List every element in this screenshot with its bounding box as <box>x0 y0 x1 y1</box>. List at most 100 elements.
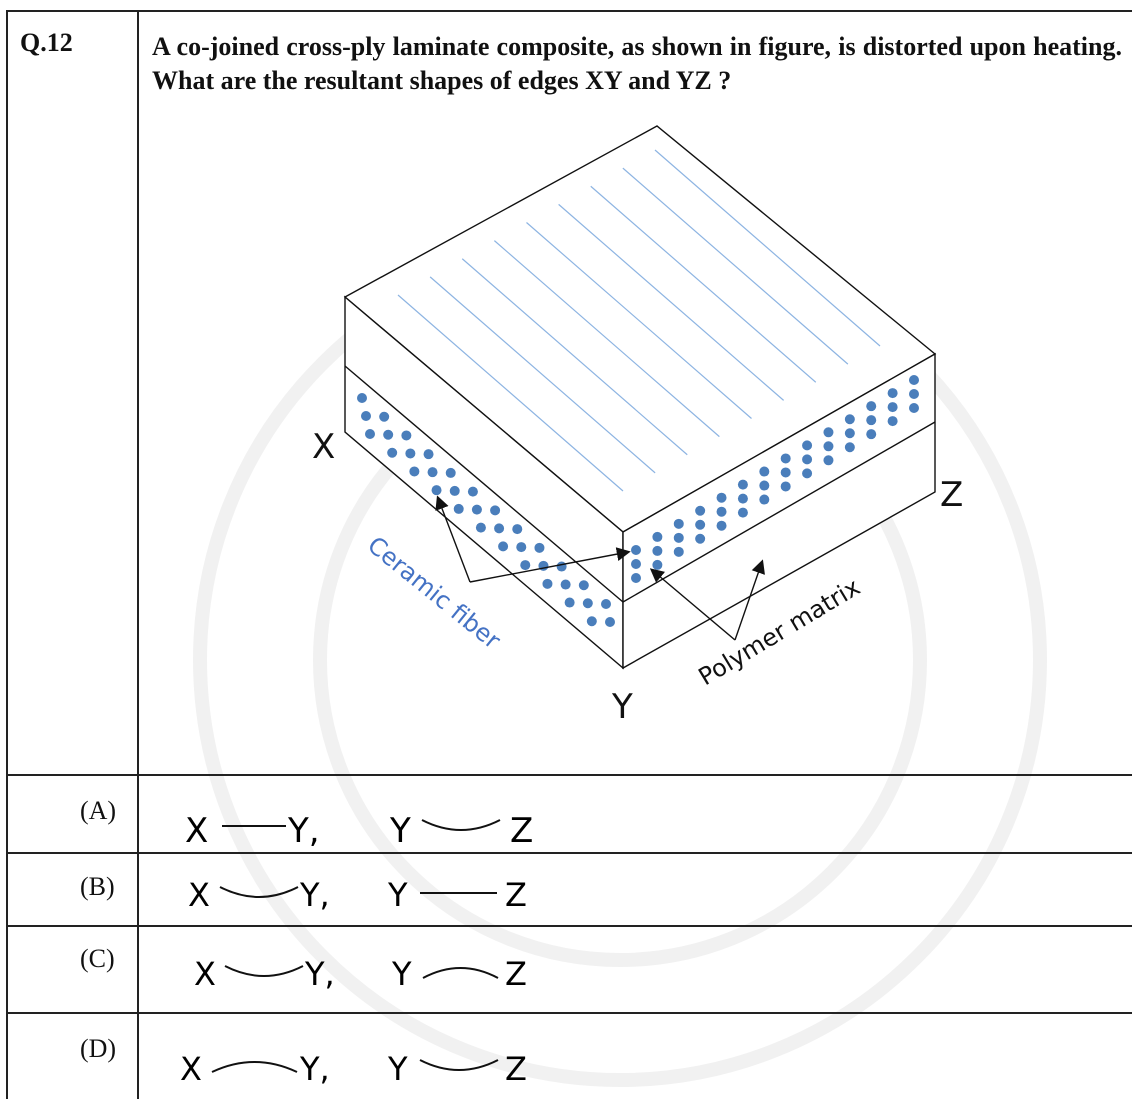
option-a[interactable]: X Y, Y Z <box>185 811 533 851</box>
option-d-xy-edge <box>211 1061 298 1073</box>
ceramic-arrow-left <box>435 495 471 583</box>
fiber-dot <box>586 616 597 627</box>
option-d[interactable]: X Y, Y Z <box>180 1050 527 1088</box>
fiber-dot <box>780 453 791 464</box>
fiber-dot <box>887 388 898 399</box>
fiber-dot <box>494 523 505 534</box>
row-divider <box>6 852 1132 854</box>
fiber-line <box>654 149 881 347</box>
option-d-yz-edge <box>419 1059 499 1071</box>
fiber-dot <box>387 447 398 458</box>
fiber-line <box>429 276 656 474</box>
fiber-dot <box>909 389 919 399</box>
polymer-arrow-left <box>649 568 736 641</box>
question-text: A co-joined cross-ply laminate composite… <box>152 32 1122 95</box>
option-c-yz-edge <box>422 967 499 979</box>
figure-label-y: Y <box>611 687 633 727</box>
fiber-dot <box>582 598 593 609</box>
fiber-dot <box>605 617 615 627</box>
option-c[interactable]: X Y, Y Z <box>194 955 527 993</box>
fiber-dot <box>357 393 367 403</box>
fiber-dot <box>542 578 553 589</box>
ply-interface-right <box>622 421 936 603</box>
fiber-dot <box>401 430 412 441</box>
fiber-line <box>461 258 688 456</box>
option-c-yz-start: Y <box>391 955 412 993</box>
option-c-xy-start: X <box>194 955 216 993</box>
fiber-dot <box>520 560 531 571</box>
option-b-xy-edge <box>219 886 299 898</box>
option-a-xy-start: X <box>185 811 208 851</box>
fiber-dot <box>453 503 464 514</box>
row-divider <box>6 774 1132 776</box>
fiber-dot <box>802 440 813 451</box>
fiber-line <box>526 222 752 419</box>
option-d-xy-start: X <box>180 1050 202 1088</box>
fiber-dot <box>516 542 527 553</box>
fiber-dot <box>512 524 523 535</box>
fiber-dot <box>471 504 482 515</box>
option-b-yz-end: Z <box>505 876 527 914</box>
fiber-dot <box>866 415 877 426</box>
fiber-dot <box>716 506 727 517</box>
fiber-dot <box>534 542 545 553</box>
fiber-dot <box>560 579 571 590</box>
fiber-dot <box>652 559 663 570</box>
fiber-dot <box>405 448 416 459</box>
fiber-dot <box>844 428 855 439</box>
fiber-dot <box>449 485 460 496</box>
row-divider <box>6 925 1132 927</box>
fiber-dot <box>823 441 834 452</box>
fiber-lines-top-ply <box>397 149 881 492</box>
option-b-xy-end: Y, <box>299 876 330 914</box>
option-d-yz-end: Z <box>505 1050 527 1088</box>
option-a-label: (A) <box>80 796 117 825</box>
figure-label-x: X <box>312 427 335 467</box>
fiber-dot <box>823 427 834 438</box>
option-c-label: (C) <box>80 944 115 973</box>
fiber-dot <box>887 402 898 413</box>
option-b[interactable]: X Y, Y Z <box>188 876 527 914</box>
fiber-dot <box>578 580 589 591</box>
table-column-divider <box>137 10 139 1099</box>
option-a-xy-end: Y, <box>287 811 320 851</box>
fiber-line <box>558 203 785 401</box>
option-a-yz-end: Z <box>510 811 533 851</box>
option-c-xy-edge <box>224 965 304 977</box>
fiber-dot <box>866 401 877 412</box>
fiber-dot <box>445 467 456 478</box>
fiber-dot <box>631 559 641 569</box>
option-d-label: (D) <box>80 1034 117 1063</box>
fiber-dot <box>780 481 791 492</box>
option-a-yz-start: Y <box>389 811 411 851</box>
row-divider <box>6 1012 1132 1014</box>
fiber-dot <box>631 545 641 555</box>
fiber-dot <box>467 486 478 497</box>
fiber-dot <box>780 467 791 478</box>
fiber-dot <box>802 468 813 479</box>
fiber-dot <box>431 485 442 496</box>
fiber-dot <box>737 479 748 490</box>
option-b-label: (B) <box>80 872 115 901</box>
fiber-dot <box>759 480 770 491</box>
fiber-dot <box>695 533 706 544</box>
fiber-dot <box>716 520 727 531</box>
option-d-xy-end: Y, <box>299 1050 330 1088</box>
fiber-dot <box>716 492 727 503</box>
fiber-dot <box>498 541 509 552</box>
option-c-yz-end: Z <box>505 955 527 993</box>
fiber-dot <box>759 466 770 477</box>
fiber-dot <box>695 519 706 530</box>
fiber-dot <box>887 416 898 427</box>
fiber-dot <box>737 507 748 518</box>
table-left-border <box>6 10 8 1099</box>
fiber-dot <box>365 429 375 439</box>
option-b-xy-start: X <box>188 876 210 914</box>
fiber-dot <box>601 599 611 609</box>
fiber-dot <box>409 466 420 477</box>
option-c-xy-end: Y, <box>304 955 335 993</box>
fiber-dot <box>475 522 486 533</box>
fiber-dot <box>383 429 394 440</box>
fiber-dot <box>379 411 390 422</box>
